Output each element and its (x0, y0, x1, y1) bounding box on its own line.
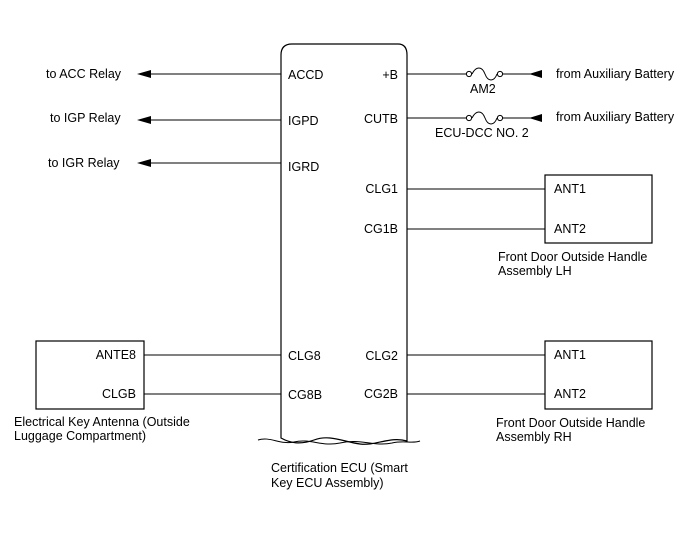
ecu-pin-clg1: CLG1 (365, 182, 398, 196)
acc-relay-label: to ACC Relay (46, 67, 122, 81)
luggage-pin-clgb: CLGB (102, 387, 136, 401)
ecu-bottom-wave (257, 438, 421, 445)
lh-handle-box (544, 174, 653, 244)
ecu-pin-plus-b: +B (382, 68, 398, 82)
cutb-wire (407, 111, 542, 125)
arrow-left-icon (137, 116, 151, 124)
igp-relay-wire (137, 116, 281, 124)
igp-relay-label: to IGP Relay (50, 111, 121, 125)
rh-pin-ant1: ANT1 (554, 348, 586, 362)
fuse-terminal-icon (496, 114, 504, 122)
arrow-left-icon (529, 70, 542, 78)
rh-handle-box (544, 340, 653, 410)
ecu-title-line2: Key ECU Assembly) (271, 476, 384, 490)
arrow-left-icon (529, 114, 542, 122)
battery2-label: from Auxiliary Battery (556, 110, 675, 124)
arrow-left-icon (137, 70, 151, 78)
ecu-pin-cg8b: CG8B (288, 388, 322, 402)
fuse-terminal-icon (465, 70, 473, 78)
ecu-body (280, 43, 408, 445)
rh-handle-title-line1: Front Door Outside Handle (496, 416, 645, 430)
luggage-antenna-title-line1: Electrical Key Antenna (Outside (14, 415, 190, 429)
fuse-icon (471, 67, 498, 81)
luggage-antenna-title-line2: Luggage Compartment) (14, 429, 146, 443)
ecu-pin-cg1b: CG1B (364, 222, 398, 236)
fuse-am2-label: AM2 (470, 82, 496, 96)
luggage-pin-ante8: ANTE8 (96, 348, 136, 362)
lh-pin-ant1: ANT1 (554, 182, 586, 196)
fuse-icon (471, 111, 498, 125)
battery1-label: from Auxiliary Battery (556, 67, 675, 81)
fuse-terminal-icon (465, 114, 473, 122)
ecu-pin-accd: ACCD (288, 68, 323, 82)
ecu-pin-cutb: CUTB (364, 112, 398, 126)
igr-relay-label: to IGR Relay (48, 156, 120, 170)
ecu-pin-igpd: IGPD (288, 114, 319, 128)
lh-handle-title-line2: Assembly LH (498, 264, 572, 278)
plus-b-wire (407, 67, 542, 81)
ecu-title-line1: Certification ECU (Smart (271, 461, 408, 475)
luggage-antenna-box (35, 340, 145, 410)
rh-handle-title-line2: Assembly RH (496, 430, 572, 444)
arrow-left-icon (137, 159, 151, 167)
rh-pin-ant2: ANT2 (554, 387, 586, 401)
ecu-pin-clg2: CLG2 (365, 349, 398, 363)
ecu-pin-cg2b: CG2B (364, 387, 398, 401)
fuse-ecu-dcc-label: ECU-DCC NO. 2 (435, 126, 529, 140)
lh-handle-title-line1: Front Door Outside Handle (498, 250, 647, 264)
ecu-pin-clg8: CLG8 (288, 349, 321, 363)
ecu-pin-igrd: IGRD (288, 160, 319, 174)
acc-relay-wire (137, 70, 281, 78)
lh-pin-ant2: ANT2 (554, 222, 586, 236)
igr-relay-wire (137, 159, 281, 167)
fuse-terminal-icon (496, 70, 504, 78)
